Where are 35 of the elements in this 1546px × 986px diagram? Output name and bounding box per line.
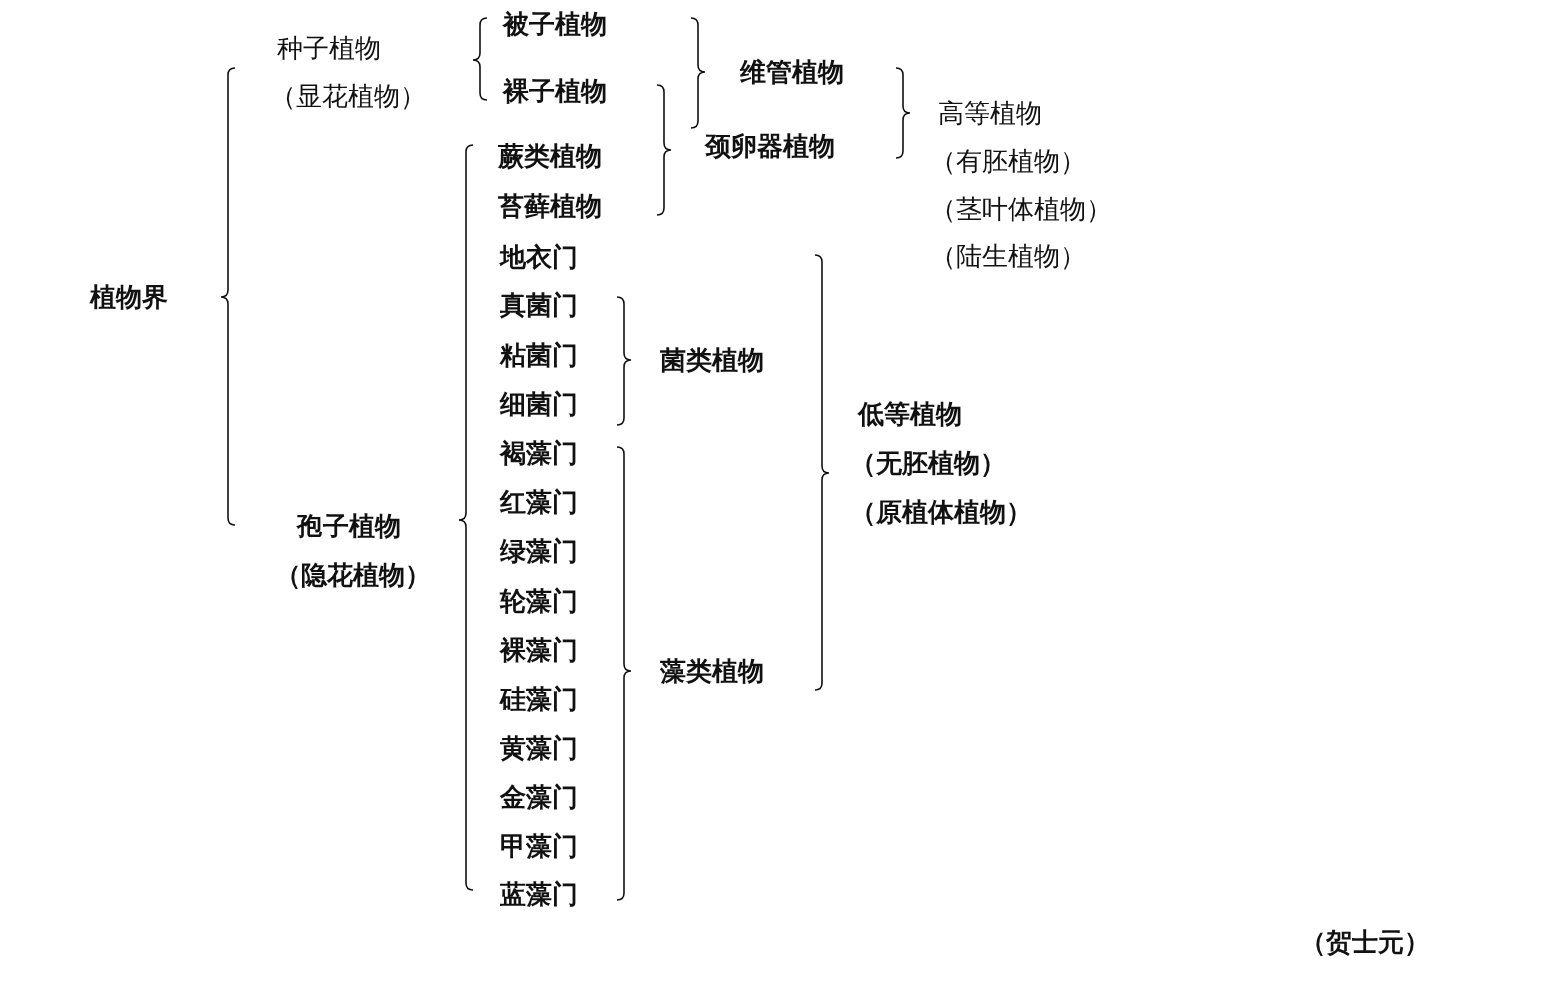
label: 黄藻门 xyxy=(500,732,578,764)
label: 低等植物 xyxy=(858,398,962,430)
label: 硅藻门 xyxy=(500,683,578,715)
label: 红藻门 xyxy=(500,486,578,518)
label: 种子植物 xyxy=(277,32,381,64)
label: 粘菌门 xyxy=(500,339,578,371)
label: （贺士元） xyxy=(1300,926,1430,958)
label: 裸子植物 xyxy=(503,75,607,107)
label: 菌类植物 xyxy=(660,344,764,376)
label: 轮藻门 xyxy=(500,585,578,617)
label: （隐花植物） xyxy=(275,559,431,591)
label: （有胚植物） xyxy=(930,145,1086,177)
label: 褐藻门 xyxy=(500,437,578,469)
label: （无胚植物） xyxy=(850,447,1006,479)
label: 植物界 xyxy=(90,281,168,313)
label: 真菌门 xyxy=(500,289,578,321)
label: （陆生植物） xyxy=(930,240,1086,272)
label: 颈卵器植物 xyxy=(705,130,835,162)
label: 被子植物 xyxy=(503,8,607,40)
label: （原植体植物） xyxy=(850,496,1032,528)
label: 裸藻门 xyxy=(500,634,578,666)
label: 蓝藻门 xyxy=(500,878,578,910)
label: 绿藻门 xyxy=(500,535,578,567)
label: 金藻门 xyxy=(500,781,578,813)
label: 细菌门 xyxy=(500,388,578,420)
label: （显花植物） xyxy=(270,80,426,112)
label: 高等植物 xyxy=(938,97,1042,129)
label: 苔藓植物 xyxy=(498,190,602,222)
label: 甲藻门 xyxy=(500,830,578,862)
label: 藻类植物 xyxy=(660,655,764,687)
label: 地衣门 xyxy=(500,241,578,273)
label: （茎叶体植物） xyxy=(930,193,1112,225)
label: 维管植物 xyxy=(740,56,844,88)
label: 孢子植物 xyxy=(297,510,401,542)
label: 蕨类植物 xyxy=(498,140,602,172)
